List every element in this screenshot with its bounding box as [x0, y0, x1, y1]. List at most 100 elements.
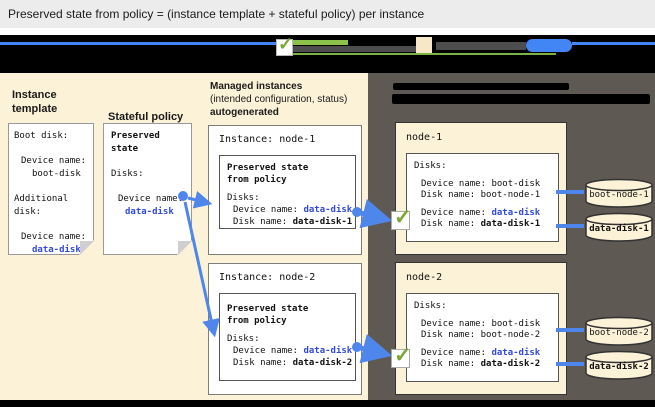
redacted-heading-bar — [392, 94, 650, 104]
vm-node-1-box: node-1 Disks: Device name: boot-disk Dis… — [395, 122, 567, 255]
boot-disk-line: Disk name: boot-node-1 — [421, 190, 541, 200]
preserved-state-box: Preserved state from policy Disks: Devic… — [219, 155, 356, 229]
boot-device-line: Device name: boot-disk — [421, 318, 541, 329]
device-name-label: Device name: — [21, 156, 87, 166]
instance-title: Instance: node-2 — [219, 272, 316, 283]
managed-heading-line1: Managed instances — [210, 81, 303, 92]
disk-cylinder-data-disk-1: data-disk-1 — [584, 212, 654, 242]
data-disk-line: Disk name: data-disk-2 — [414, 359, 558, 371]
disks-label: Disks: — [414, 161, 447, 171]
boot-disk-label: Boot disk: — [14, 131, 69, 141]
vm-disks-box: Disks: Device name: boot-disk Disk name:… — [406, 293, 559, 382]
preserved-from-policy-label: Preserved state — [227, 304, 309, 314]
disk-name-line: Disk name: data-disk-1 — [227, 216, 355, 228]
disks-label: Disks: — [414, 301, 447, 311]
disk-name-prefix: Disk name: — [421, 359, 481, 369]
stateful-policy-heading: Stateful policy — [108, 111, 184, 123]
disk-cylinder-boot-node-1: boot-node-1 — [584, 178, 654, 208]
device-name-value: data-disk — [303, 346, 353, 356]
legend-blue-pill — [526, 39, 572, 52]
managed-instance-node-2: Instance: node-2 Preserved state from po… — [208, 263, 362, 395]
additional-disk-label2: disk: — [14, 207, 42, 217]
preserved-state-box: Preserved state from policy Disks: Devic… — [219, 293, 356, 381]
disks-label: Disks: — [227, 193, 260, 203]
disks-label: Disks: — [111, 169, 144, 179]
legend-green-bar — [293, 40, 348, 45]
legend-text-blob — [293, 46, 418, 52]
managed-heading-line2: (intended configuration, status) — [210, 94, 348, 105]
boot-disk-line: Disk name: boot-node-2 — [421, 330, 541, 340]
disk-label: data-disk-1 — [589, 224, 649, 234]
boot-device-line: Device name: boot-disk — [421, 178, 541, 189]
managed-heading-line3: autogenerated — [210, 107, 279, 118]
device-name-label: Device name: — [21, 232, 87, 242]
device-name-value: data-disk — [491, 207, 541, 218]
data-device-line: Device name: data-disk — [414, 208, 558, 220]
instance-title: Instance: node-1 — [219, 134, 316, 145]
device-name-value: data-disk — [303, 205, 353, 215]
legend-blue-line-left — [0, 42, 276, 45]
preserved-state-label: Preserved — [111, 131, 160, 141]
preserved-from-policy-label2: from policy — [227, 316, 287, 326]
title-bar: Preserved state from policy = (instance … — [0, 0, 655, 28]
managed-instance-node-1: Instance: node-1 Preserved state from po… — [208, 125, 362, 255]
device-name-line: Device name: data-disk — [227, 204, 355, 216]
instance-template-doc: Boot disk: Device name: boot-disk Additi… — [8, 123, 94, 255]
device-name-prefix: Device name: — [421, 207, 492, 218]
data-device-line: Device name: data-disk — [414, 348, 558, 360]
additional-disk-label: Additional — [14, 194, 69, 204]
device-name-label: Device name: — [118, 194, 184, 204]
disk-name-prefix: Disk name: — [233, 217, 293, 227]
disk-cylinder-boot-node-2: boot-node-2 — [584, 316, 654, 346]
disk-name-value: data-disk-1 — [480, 219, 541, 229]
device-name-value: data-disk — [491, 347, 541, 358]
check-icon: ✓ — [394, 344, 412, 367]
redacted-heading-bar — [393, 83, 569, 90]
check-icon: ✓ — [394, 206, 412, 229]
disk-label: boot-node-1 — [589, 190, 649, 200]
legend-strip: ✓ — [0, 34, 655, 73]
disk-label: data-disk-2 — [589, 362, 649, 372]
boot-disk-value: boot-disk — [32, 169, 81, 179]
match-check-node-2: ✓ — [391, 344, 412, 368]
disk-name-line: Disk name: data-disk-2 — [227, 357, 355, 369]
legend-blue-line-right — [572, 42, 655, 45]
vm-disks-box: Disks: Device name: boot-disk Disk name:… — [406, 153, 559, 242]
disks-label: Disks: — [227, 334, 260, 344]
check-icon: ✓ — [278, 34, 294, 54]
data-disk-value: data-disk — [32, 245, 81, 255]
preserved-from-policy-label2: from policy — [227, 175, 287, 185]
disk-label: boot-node-2 — [589, 328, 649, 338]
device-name-prefix: Device name: — [233, 205, 304, 215]
disk-connector — [556, 362, 584, 366]
legend-checkbox-icon: ✓ — [276, 34, 293, 56]
vm-node-2-box: node-2 Disks: Device name: boot-disk Dis… — [395, 262, 567, 395]
preserved-state-label2: state — [111, 144, 139, 154]
match-check-node-1: ✓ — [391, 206, 412, 230]
disk-name-prefix: Disk name: — [421, 219, 481, 229]
legend-text-blob — [436, 42, 526, 50]
disk-connector — [556, 224, 584, 228]
disk-connector — [556, 328, 584, 332]
disk-name-value: data-disk-2 — [480, 359, 541, 369]
instance-template-heading: Instance template — [12, 89, 58, 115]
diagram-title: Preserved state from policy = (instance … — [8, 7, 425, 21]
disk-name-prefix: Disk name: — [233, 358, 293, 368]
stateful-policy-doc: Preserved state Disks: Device name: data… — [103, 123, 192, 255]
vm-node-title: node-1 — [406, 132, 443, 143]
disk-name-value: data-disk-2 — [292, 358, 353, 368]
legend-green-line — [293, 53, 556, 55]
bottom-black-strip — [0, 400, 655, 407]
preserved-from-policy-label: Preserved state — [227, 163, 309, 173]
disk-name-value: data-disk-1 — [292, 217, 353, 227]
disk-connector — [556, 190, 584, 194]
legend-cream-swatch — [416, 37, 432, 54]
vm-node-title: node-2 — [406, 272, 443, 283]
data-disk-value: data-disk — [125, 207, 174, 217]
managed-instances-heading: Managed instances (intended configuratio… — [210, 80, 368, 119]
data-disk-line: Disk name: data-disk-1 — [414, 219, 558, 231]
device-name-prefix: Device name: — [421, 347, 492, 358]
disk-cylinder-data-disk-2: data-disk-2 — [584, 350, 654, 380]
device-name-line: Device name: data-disk — [227, 345, 355, 357]
